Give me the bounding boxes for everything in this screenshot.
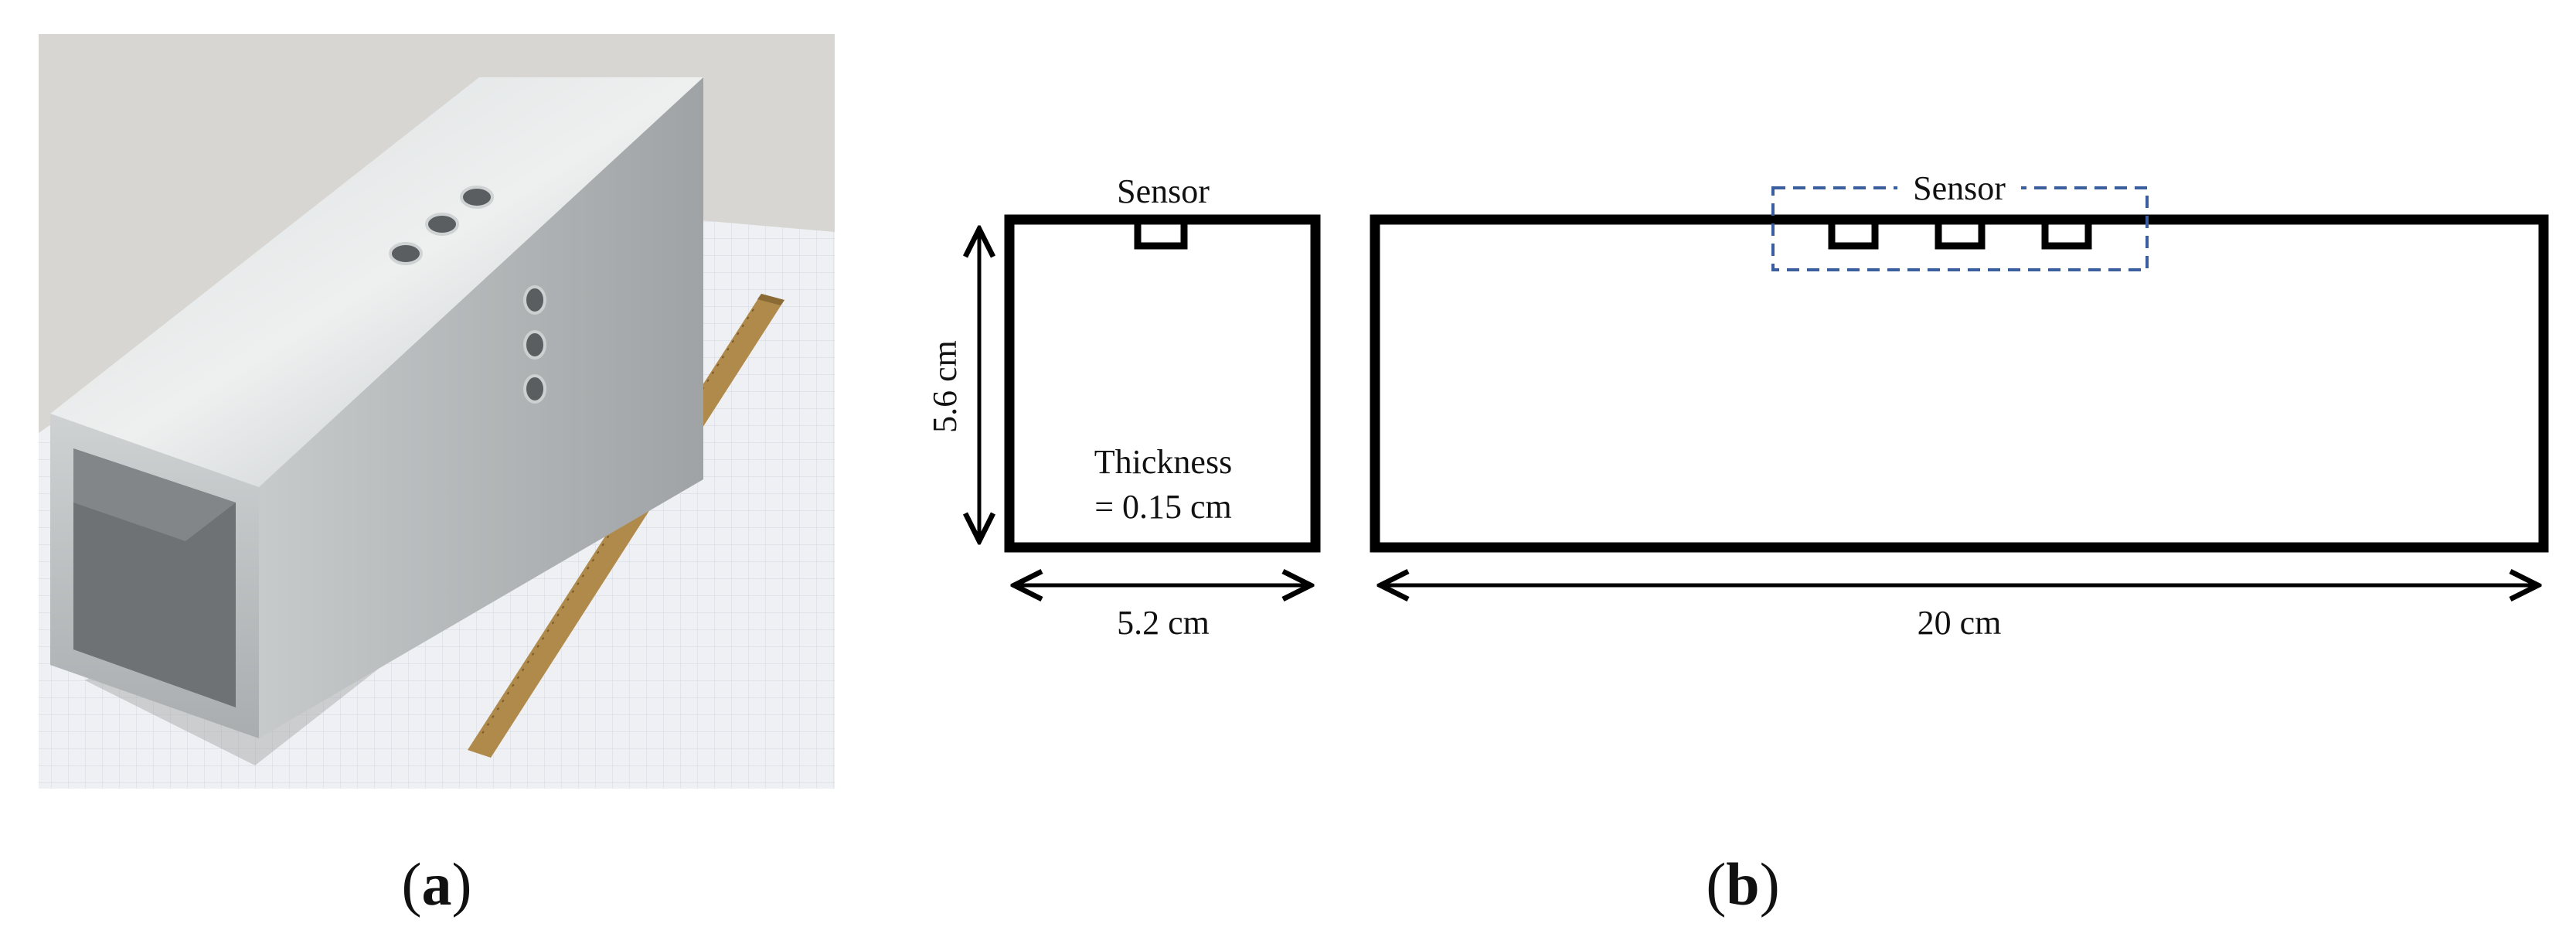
sensor-hole-icon <box>523 330 546 360</box>
beam-top-face <box>50 77 703 487</box>
sensor-icon <box>1134 224 1188 250</box>
sensor-label-mask <box>1897 172 2021 207</box>
sensor-icon <box>1828 224 1879 250</box>
cross-section-sensor-label: Sensor <box>1117 172 1210 210</box>
side-view-sensor-label: Sensor <box>1913 169 2006 207</box>
beam-side-face <box>259 77 703 738</box>
sensor-hole-icon <box>425 213 459 236</box>
length-label: 20 cm <box>1918 604 2002 642</box>
sensor-hole-icon <box>523 285 546 315</box>
width-label: 5.2 cm <box>1117 604 1210 642</box>
thickness-label-line2: = 0.15 cm <box>1094 488 1232 526</box>
side-sensor-holes <box>523 285 546 404</box>
panel-label-b-letter: b <box>1726 850 1759 918</box>
cross-section-view: Sensor 5.6 cm 5.2 cm Thickness = 0.15 cm <box>926 172 1321 642</box>
sensor-hole-icon <box>523 374 546 404</box>
panel-label-a: (a) <box>402 850 472 918</box>
height-label: 5.6 cm <box>926 340 964 433</box>
top-sensor-holes <box>389 186 494 265</box>
side-view-outline <box>1370 214 2549 553</box>
aluminum-beam <box>50 77 703 738</box>
sensor-icon <box>1935 224 1986 250</box>
side-view: Sensor 20 cm <box>1370 169 2549 642</box>
thickness-label-line1: Thickness <box>1094 443 1232 481</box>
panel-label-a-letter: a <box>422 850 452 918</box>
sensor-icon <box>2041 224 2092 250</box>
cross-section-outline <box>1004 214 1321 553</box>
sensor-hole-icon <box>389 242 423 265</box>
sensor-hole-icon <box>460 186 494 209</box>
photo-panel <box>39 34 835 789</box>
panel-label-b: (b) <box>1706 850 1779 918</box>
ruler <box>468 294 784 758</box>
